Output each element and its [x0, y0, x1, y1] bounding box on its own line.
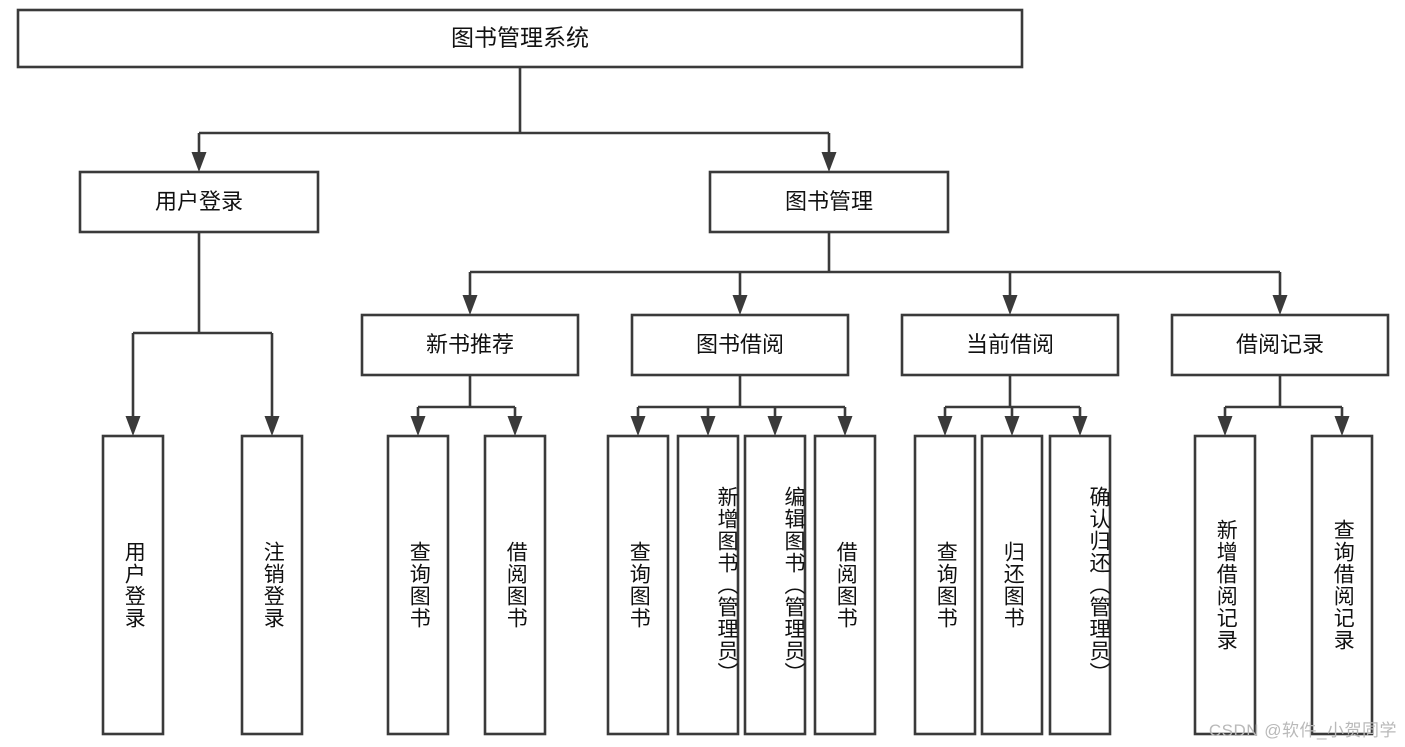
node-borrow-record[interactable]: 借阅记录 — [1170, 313, 1390, 377]
node-current-borrow[interactable]: 当前借阅 — [900, 313, 1120, 377]
node-label: 新书推荐 — [426, 332, 514, 357]
connector-group — [1217, 375, 1350, 436]
connector-group — [630, 375, 853, 436]
node-label: 图书管理 — [785, 189, 873, 214]
connector-group — [462, 232, 1288, 315]
node-label: 图书借阅 — [696, 332, 784, 357]
connector-group — [125, 232, 280, 436]
node-leaf-user-login[interactable] — [101, 434, 165, 736]
node-label: 借阅记录 — [1236, 332, 1324, 357]
node-leaf-return-book[interactable] — [980, 434, 1044, 736]
node-book-borrow[interactable]: 图书借阅 — [630, 313, 850, 377]
node-leaf-query-record[interactable] — [1310, 434, 1374, 736]
node-leaf-add-record[interactable] — [1193, 434, 1257, 736]
node-label: 用户登录 — [155, 189, 243, 214]
node-root[interactable]: 图书管理系统 — [16, 8, 1024, 69]
node-label: 图书管理系统 — [451, 25, 589, 51]
node-leaf-borrow-book-rec[interactable] — [483, 434, 547, 736]
node-leaf-add-book[interactable] — [676, 434, 740, 736]
node-leaf-query-book-rec[interactable] — [386, 434, 450, 736]
node-leaf-query-book-cur[interactable] — [913, 434, 977, 736]
connectors-layer — [125, 67, 1350, 436]
connector-group — [937, 375, 1088, 436]
watermark: CSDN @软件_小贺同学 — [1208, 721, 1397, 740]
node-leaf-query-book[interactable] — [606, 434, 670, 736]
node-leaf-user-logout[interactable] — [240, 434, 304, 736]
node-user-login[interactable]: 用户登录 — [78, 170, 320, 234]
node-label: 当前借阅 — [966, 332, 1054, 357]
node-leaf-edit-book[interactable] — [743, 434, 807, 736]
node-new-book-recommend[interactable]: 新书推荐 — [360, 313, 580, 377]
node-leaf-borrow-book[interactable] — [813, 434, 877, 736]
node-leaf-confirm-return[interactable] — [1048, 434, 1112, 736]
connector-group — [191, 67, 837, 172]
node-book-manage[interactable]: 图书管理 — [708, 170, 950, 234]
connector-group — [410, 375, 523, 436]
